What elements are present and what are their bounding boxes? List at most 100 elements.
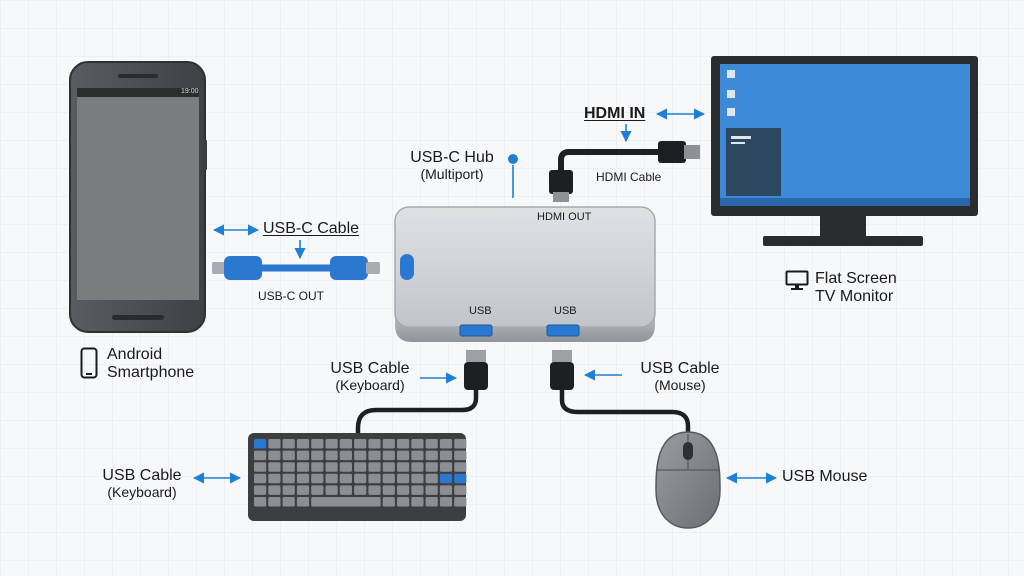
- keyboard-key: [311, 450, 324, 461]
- hdmi-plug-hub: [553, 192, 569, 202]
- keyboard-key: [325, 473, 338, 484]
- monitor-label-line2: TV Monitor: [815, 287, 894, 305]
- android-smartphone: [69, 61, 207, 333]
- keyboard-key: [382, 462, 395, 472]
- hub-usb-port-left: [459, 324, 493, 337]
- keyboard-key: [296, 473, 310, 484]
- mouse-scroll-wheel: [683, 442, 693, 460]
- usb-c-hub: [394, 206, 656, 342]
- keyboard-key: [354, 473, 367, 484]
- keyboard-key: [311, 485, 324, 495]
- keyboard-key: [282, 473, 295, 484]
- keyboard-label-line2: (Keyboard): [107, 483, 177, 500]
- phone-status-time: 19:00: [181, 88, 199, 95]
- usb-keyboard: [248, 433, 467, 521]
- keyboard-key: [425, 485, 438, 495]
- phone-side-button: [203, 140, 207, 170]
- keyboard-cable-top-line2: (Keyboard): [335, 376, 405, 393]
- keyboard-key: [397, 485, 410, 495]
- keyboard-key: [439, 497, 453, 507]
- keyboard-key: [296, 450, 310, 461]
- keyboard-key: [311, 473, 324, 484]
- hdmi-in-label: HDMI IN: [584, 105, 646, 122]
- hdmi-cable: [549, 141, 700, 202]
- keyboard-key: [311, 462, 324, 472]
- hub-title-line1: USB-C Hub: [410, 149, 494, 166]
- keyboard-key: [454, 473, 467, 484]
- keyboard-keys: [254, 439, 467, 507]
- keyboard-key: [296, 485, 310, 495]
- keyboard-key: [454, 497, 467, 507]
- hub-hdmi-out-label: HDMI OUT: [537, 211, 592, 223]
- keyboard-key: [382, 450, 395, 461]
- phone-label-line2: Smartphone: [107, 363, 195, 381]
- monitor-taskbar: [720, 198, 970, 206]
- monitor-stand-base: [763, 236, 923, 246]
- keyboard-key: [354, 485, 367, 495]
- usbc-out-label: USB-C OUT: [258, 289, 324, 303]
- keyboard-key: [268, 485, 281, 495]
- keyboard-key: [339, 485, 352, 495]
- keyboard-key: [282, 439, 295, 449]
- keyboard-key: [439, 450, 453, 461]
- hub-title-line2: (Multiport): [420, 165, 484, 182]
- keyboard-key: [296, 497, 310, 507]
- keyboard-key: [397, 450, 410, 461]
- keyboard-key: [368, 439, 381, 449]
- keyboard-key: [425, 439, 438, 449]
- keyboard-key: [268, 473, 281, 484]
- keyboard-key: [325, 462, 338, 472]
- keyboard-key: [311, 497, 381, 507]
- monitor-window: [726, 128, 781, 196]
- keyboard-key: [397, 473, 410, 484]
- keyboard-key: [454, 462, 467, 472]
- keyboard-usb-cable: [355, 350, 488, 434]
- keyboard-cable-top-line1: USB Cable: [330, 360, 410, 377]
- keyboard-key: [339, 473, 352, 484]
- keyboard-key: [425, 462, 438, 472]
- usbc-cable-label: USB-C Cable: [263, 220, 360, 237]
- usbc-cable: [212, 256, 380, 280]
- keyboard-key: [354, 450, 367, 461]
- keyboard-key: [439, 485, 453, 495]
- phone-home-bar: [112, 315, 164, 320]
- keyboard-key: [397, 439, 410, 449]
- keyboard-key: [254, 485, 267, 495]
- phone-label-line1: Android: [107, 346, 163, 363]
- keyboard-label-line1: USB Cable: [102, 467, 182, 484]
- keyboard-key: [325, 439, 338, 449]
- keyboard-key: [368, 462, 381, 472]
- monitor-label: Flat Screen TV Monitor: [815, 270, 897, 306]
- keyboard-key: [254, 497, 267, 507]
- keyboard-key: [454, 485, 467, 495]
- keyboard-key: [439, 439, 453, 449]
- hdmi-plug-monitor: [684, 145, 700, 159]
- keyboard-key: [368, 450, 381, 461]
- desktop-icon: [727, 70, 735, 78]
- keyboard-key: [382, 439, 395, 449]
- keyboard-key: [425, 450, 438, 461]
- mouse-label: USB Mouse: [782, 468, 868, 485]
- keyboard-key: [411, 462, 424, 472]
- keyboard-key: [325, 450, 338, 461]
- monitor-icon: [785, 270, 809, 290]
- desktop-icon: [727, 90, 735, 98]
- keyboard-key: [411, 497, 424, 507]
- hub-usb-port-right: [546, 324, 580, 337]
- keyboard-key: [268, 450, 281, 461]
- keyboard-key: [339, 450, 352, 461]
- keyboard-key: [254, 450, 267, 461]
- monitor-label-line1: Flat Screen: [815, 270, 897, 287]
- mouse-cable-top-label: USB Cable (Mouse): [632, 360, 728, 394]
- keyboard-key: [382, 485, 395, 495]
- keyboard-usb-connector: [464, 362, 488, 390]
- keyboard-key: [439, 462, 453, 472]
- hub-usb-port-left-label: USB: [469, 305, 492, 317]
- keyboard-key: [354, 439, 367, 449]
- keyboard-key: [411, 439, 424, 449]
- monitor-neck: [820, 216, 866, 236]
- keyboard-key: [268, 462, 281, 472]
- keyboard-key: [282, 450, 295, 461]
